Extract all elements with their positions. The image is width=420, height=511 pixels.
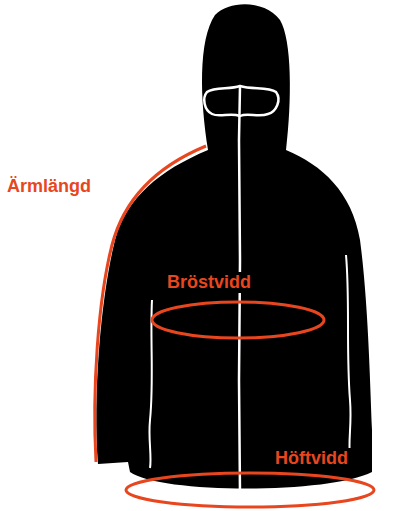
right-seam: [346, 255, 351, 455]
sleeve-length-label: Ärmlängd: [4, 176, 94, 197]
jacket-silhouette: [96, 4, 372, 488]
hip-ellipse: [126, 473, 374, 507]
chest-ellipse: [152, 302, 324, 338]
chest-width-label: Bröstvidd: [164, 272, 254, 293]
hood-opening: [204, 86, 278, 116]
hip-width-label: Höftvidd: [272, 448, 351, 469]
left-seam: [149, 300, 152, 468]
